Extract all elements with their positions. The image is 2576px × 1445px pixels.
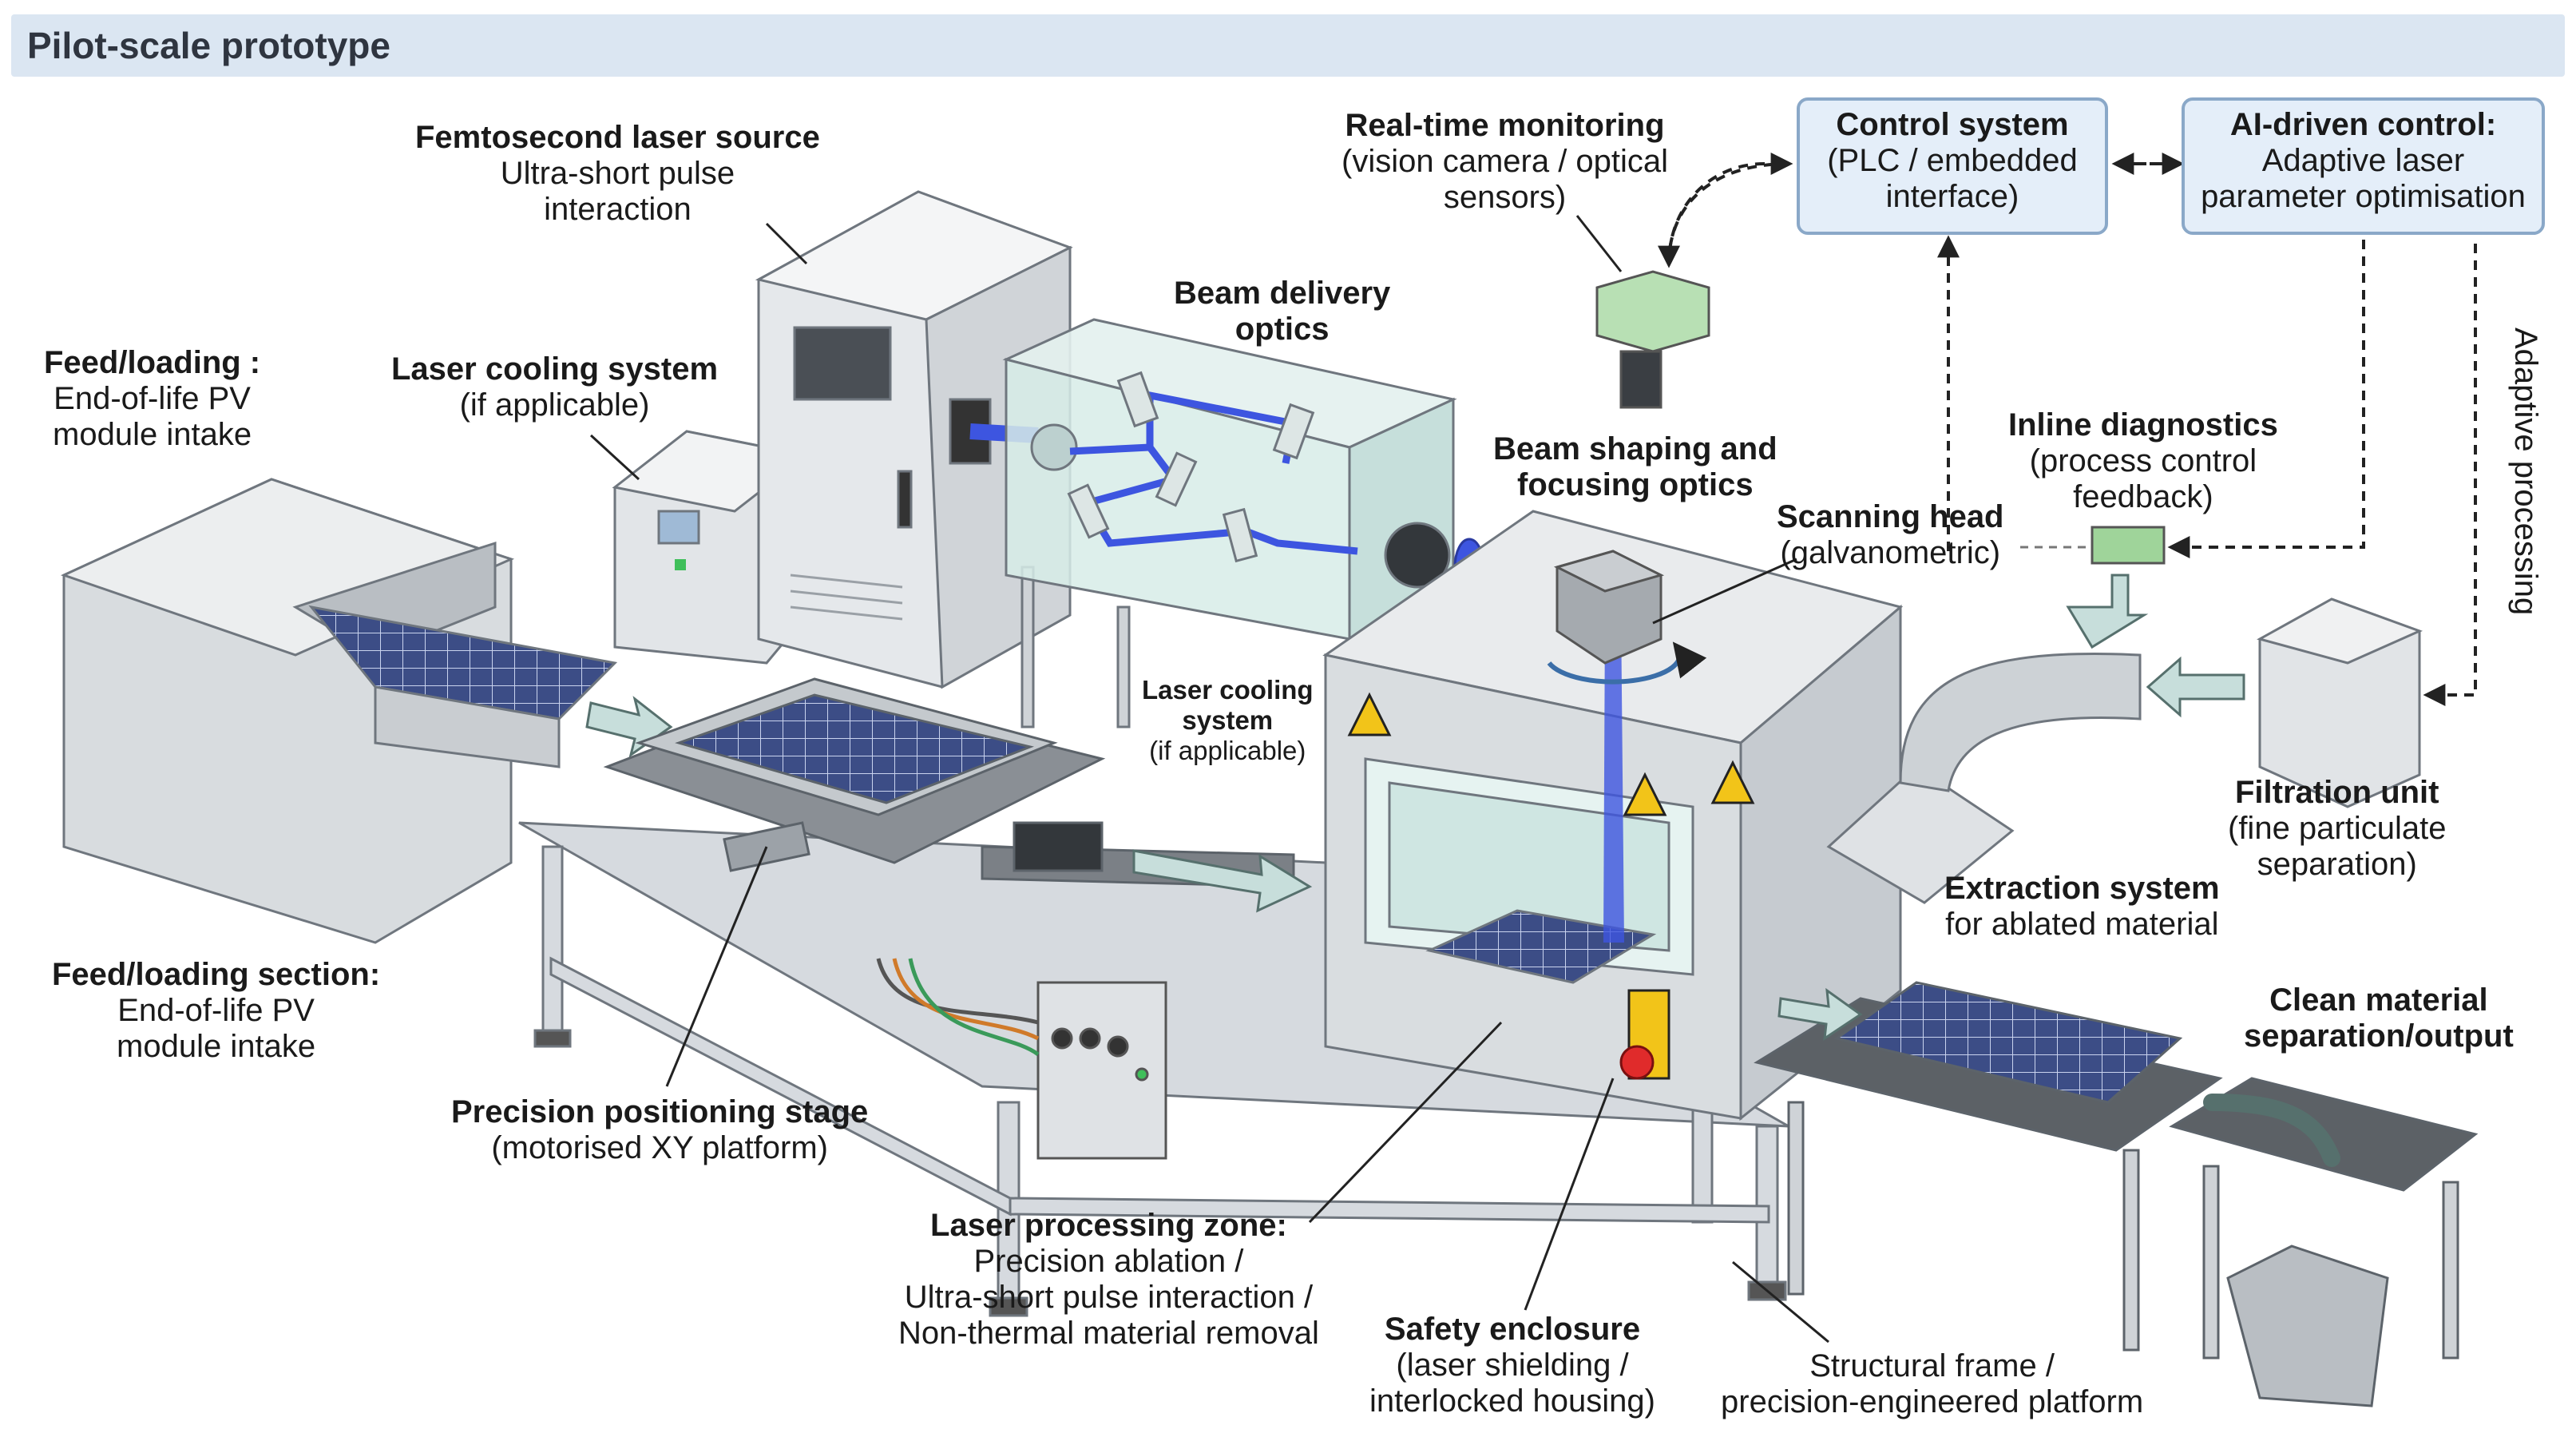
filtration-label: Filtration unit (fine particulate separa… — [2228, 775, 2447, 882]
filtration-unit — [2257, 597, 2423, 808]
cooling-mid-label: Laser cooling system (if applicable) — [1142, 675, 1314, 765]
header-bar: Pilot-scale prototype — [11, 14, 2565, 77]
laser-source-label: Femtosecond laser source Ultra-short pul… — [415, 120, 820, 227]
extraction-label: Extraction system for ablated material — [1944, 871, 2220, 942]
beam-shaping-label: Beam shaping and focusing optics — [1493, 431, 1777, 502]
clean-output-label: Clean material separation/output — [2244, 983, 2514, 1054]
positioning-stage — [603, 677, 1295, 888]
beam-delivery-label: Beam delivery optics — [1174, 276, 1391, 347]
emergency-stop-icon — [1619, 1045, 1655, 1080]
output-arrow — [1777, 987, 1863, 1042]
safety-enclosure — [1322, 510, 1904, 1121]
frame-label: Structural frame / precision-engineered … — [1721, 1348, 2144, 1419]
cooling-top-label: Laser cooling system (if applicable) — [391, 351, 719, 423]
control-system-box: Control system (PLC / embedded interface… — [1797, 97, 2108, 235]
control-links — [1658, 153, 2477, 706]
feed-top-label: Feed/loading : End-of-life PV module int… — [44, 345, 261, 452]
safety-enclosure-label: Safety enclosure (laser shielding / inte… — [1369, 1312, 1655, 1419]
cables — [876, 958, 1040, 1057]
leader-lines — [589, 215, 1829, 1344]
separation-arrow — [2203, 1094, 2340, 1167]
diagnostics-arrow — [2066, 574, 2149, 649]
warning-laser-icon — [1347, 692, 1755, 1080]
ai-control-box: AI-driven control: Adaptive laser parame… — [2182, 97, 2545, 235]
extraction-system — [1826, 653, 2142, 904]
processing-zone-label: Laser processing zone: Precision ablatio… — [898, 1208, 1319, 1351]
feed-bottom-label: Feed/loading section: End-of-life PV mod… — [52, 957, 381, 1064]
inline-diagnostics-label: Inline diagnostics (process control feed… — [2008, 407, 2278, 514]
page-title: Pilot-scale prototype — [27, 25, 390, 66]
monitoring-label: Real-time monitoring (vision camera / op… — [1342, 108, 1669, 215]
rotation-arrow-icon — [1547, 641, 1707, 685]
diagnostics-sensor — [2091, 526, 2166, 565]
control-panel — [1036, 981, 1167, 1160]
camera — [1595, 270, 1710, 409]
scanning-head-label: Scanning head (galvanometric) — [1777, 499, 2004, 570]
positioning-label: Precision positioning stage (motorised X… — [451, 1094, 869, 1165]
adaptive-processing-label: Adaptive processing — [2508, 328, 2543, 616]
filtration-arrow — [2146, 656, 2245, 718]
scanning-head — [1553, 550, 1665, 665]
mirrors — [1067, 371, 1315, 563]
feed-loading-unit — [60, 478, 618, 944]
process-beam — [1603, 607, 1624, 943]
stage-arrow — [1132, 849, 1313, 913]
